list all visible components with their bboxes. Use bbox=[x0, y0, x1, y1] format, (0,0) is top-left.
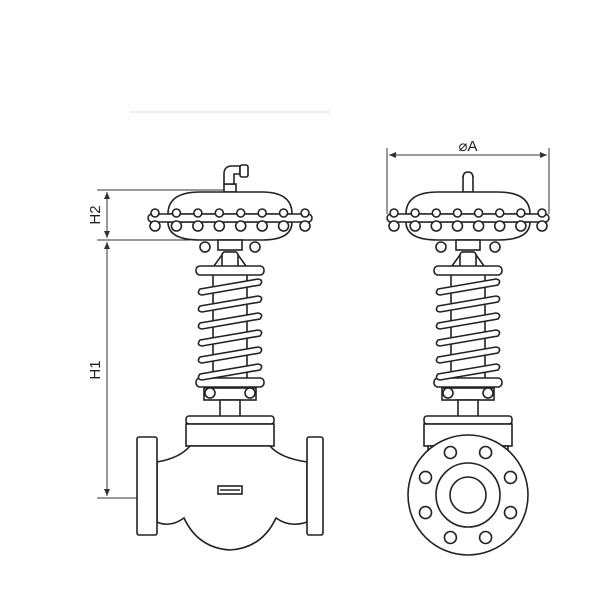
lower-yoke bbox=[185, 387, 275, 447]
diaphragm-upper bbox=[167, 191, 293, 215]
valve-body bbox=[136, 436, 324, 551]
bolt-hole bbox=[478, 530, 493, 545]
bolt-nut bbox=[409, 220, 421, 232]
bolt-head bbox=[410, 208, 420, 218]
spring-plate bbox=[433, 377, 503, 388]
bolt-head bbox=[235, 208, 246, 218]
bolt-head bbox=[150, 208, 160, 218]
spring-coil bbox=[197, 312, 263, 330]
bolt-nut bbox=[472, 220, 485, 232]
bolt-head bbox=[473, 208, 484, 218]
bolt-nut bbox=[213, 220, 226, 232]
bolt-head bbox=[300, 208, 310, 218]
bolt-head bbox=[257, 208, 267, 218]
bolt-nut bbox=[515, 220, 527, 232]
bolt-head bbox=[494, 208, 505, 218]
bolt-hole bbox=[478, 445, 493, 460]
spring-coil bbox=[197, 346, 263, 364]
diaphragm-flange bbox=[147, 213, 313, 223]
diaphragm-bolts bbox=[149, 208, 311, 232]
bolt-nut bbox=[536, 220, 548, 232]
h2-label: H2 bbox=[87, 205, 104, 224]
elbow-fitting bbox=[223, 164, 249, 193]
diaphragm-upper bbox=[405, 191, 531, 215]
front-view: H2 H1 bbox=[87, 164, 324, 551]
dimension-h2: H2 bbox=[87, 189, 232, 241]
bolt-nut bbox=[170, 220, 183, 232]
spring-coil bbox=[197, 295, 263, 313]
bolt-hole bbox=[443, 530, 458, 545]
bolt-nut bbox=[192, 220, 204, 232]
spring-coil bbox=[435, 363, 501, 381]
spring-coil bbox=[435, 278, 501, 296]
side-view: ⌀A bbox=[386, 138, 550, 556]
bolt-hole bbox=[418, 505, 433, 520]
diaphragm-flange bbox=[386, 213, 550, 223]
yoke-top bbox=[199, 239, 261, 269]
bolt-head bbox=[516, 208, 526, 218]
dimension-h1: H1 bbox=[87, 242, 140, 499]
bolt-nut bbox=[234, 220, 247, 232]
spring-coil bbox=[197, 278, 263, 296]
spring-plate bbox=[195, 265, 265, 276]
bolt-head bbox=[537, 208, 547, 218]
bolt-nut bbox=[256, 220, 268, 232]
spring-coil bbox=[197, 329, 263, 347]
bolt-hole bbox=[443, 445, 458, 460]
bolt-head bbox=[278, 208, 289, 218]
dimension-diameter-a: ⌀A bbox=[386, 138, 550, 214]
bolt-nut bbox=[451, 220, 464, 232]
spring bbox=[195, 265, 265, 389]
bolt-nut bbox=[388, 220, 400, 232]
bolt-head bbox=[431, 208, 442, 218]
bolt-hole bbox=[503, 505, 518, 520]
diameter-label: ⌀A bbox=[458, 138, 477, 155]
yoke-top bbox=[435, 239, 501, 269]
diaphragm-bolts bbox=[388, 208, 548, 232]
spring-plate bbox=[433, 265, 503, 276]
bolt-nut bbox=[430, 220, 443, 232]
diaphragm-lower bbox=[405, 221, 531, 241]
bolt-nut bbox=[493, 220, 506, 232]
bolt-nut bbox=[277, 220, 290, 232]
bolt-head bbox=[193, 208, 203, 218]
spring-coil bbox=[435, 346, 501, 364]
bolt-head bbox=[214, 208, 225, 218]
spring-coil bbox=[435, 295, 501, 313]
spring-plate bbox=[195, 377, 265, 388]
bolt-head bbox=[171, 208, 182, 218]
flange-bolt-holes bbox=[418, 445, 518, 545]
pipe-flange bbox=[407, 434, 529, 556]
bolt-hole bbox=[503, 470, 518, 485]
spring-coil bbox=[197, 363, 263, 381]
diaphragm-lower bbox=[167, 221, 293, 241]
h1-label: H1 bbox=[87, 360, 104, 379]
bolt-head bbox=[452, 208, 463, 218]
bolt-nut bbox=[149, 220, 161, 232]
spring-coil bbox=[435, 329, 501, 347]
bolt-hole bbox=[418, 470, 433, 485]
spring bbox=[433, 265, 503, 389]
bolt-nut bbox=[299, 220, 311, 232]
spring-coil bbox=[435, 312, 501, 330]
bolt-head bbox=[389, 208, 399, 218]
vent-plug bbox=[462, 171, 474, 193]
